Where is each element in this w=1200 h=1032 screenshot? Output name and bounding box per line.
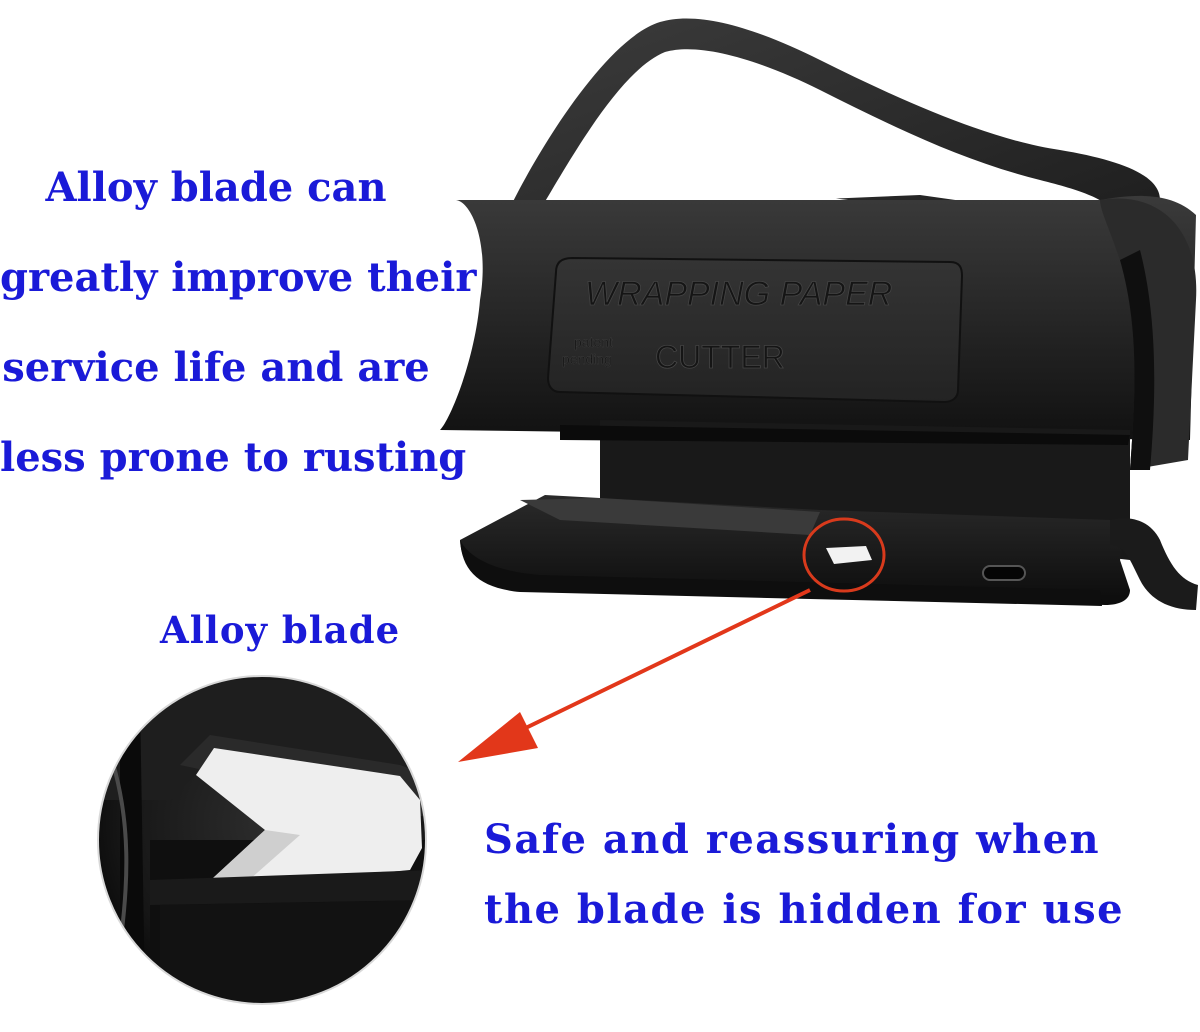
blade-glimpse <box>826 546 872 564</box>
cutter-track <box>460 495 1198 610</box>
benefit-line-1: Alloy blade can <box>45 164 387 211</box>
highlight-circle <box>802 517 886 593</box>
safety-line-1: Safe and reassuring when <box>484 816 1101 863</box>
track-hole <box>982 565 1026 581</box>
callout-arrow <box>458 588 811 762</box>
embossed-note-line1: patent <box>574 334 613 350</box>
benefit-line-4: less prone to rusting <box>0 434 467 481</box>
benefit-line-3: service life and are <box>2 344 430 391</box>
cutter-handle <box>500 18 1160 253</box>
safety-caption: Safe and reassuring when the blade is hi… <box>484 820 1124 960</box>
embossed-subtitle: CUTTER <box>655 339 785 375</box>
embossed-title: WRAPPING PAPER <box>585 275 892 313</box>
embossed-note-line2: pending <box>562 351 612 367</box>
callout-caption: Alloy blade <box>160 608 401 652</box>
zoom-inset <box>97 675 427 1005</box>
benefit-line-2: greatly improve their <box>0 254 477 301</box>
embossed-label: WRAPPING PAPER CUTTER patent pending <box>546 256 964 404</box>
benefit-caption: Alloy blade can greatly improve their se… <box>0 164 477 528</box>
safety-line-2: the blade is hidden for use <box>484 886 1125 933</box>
